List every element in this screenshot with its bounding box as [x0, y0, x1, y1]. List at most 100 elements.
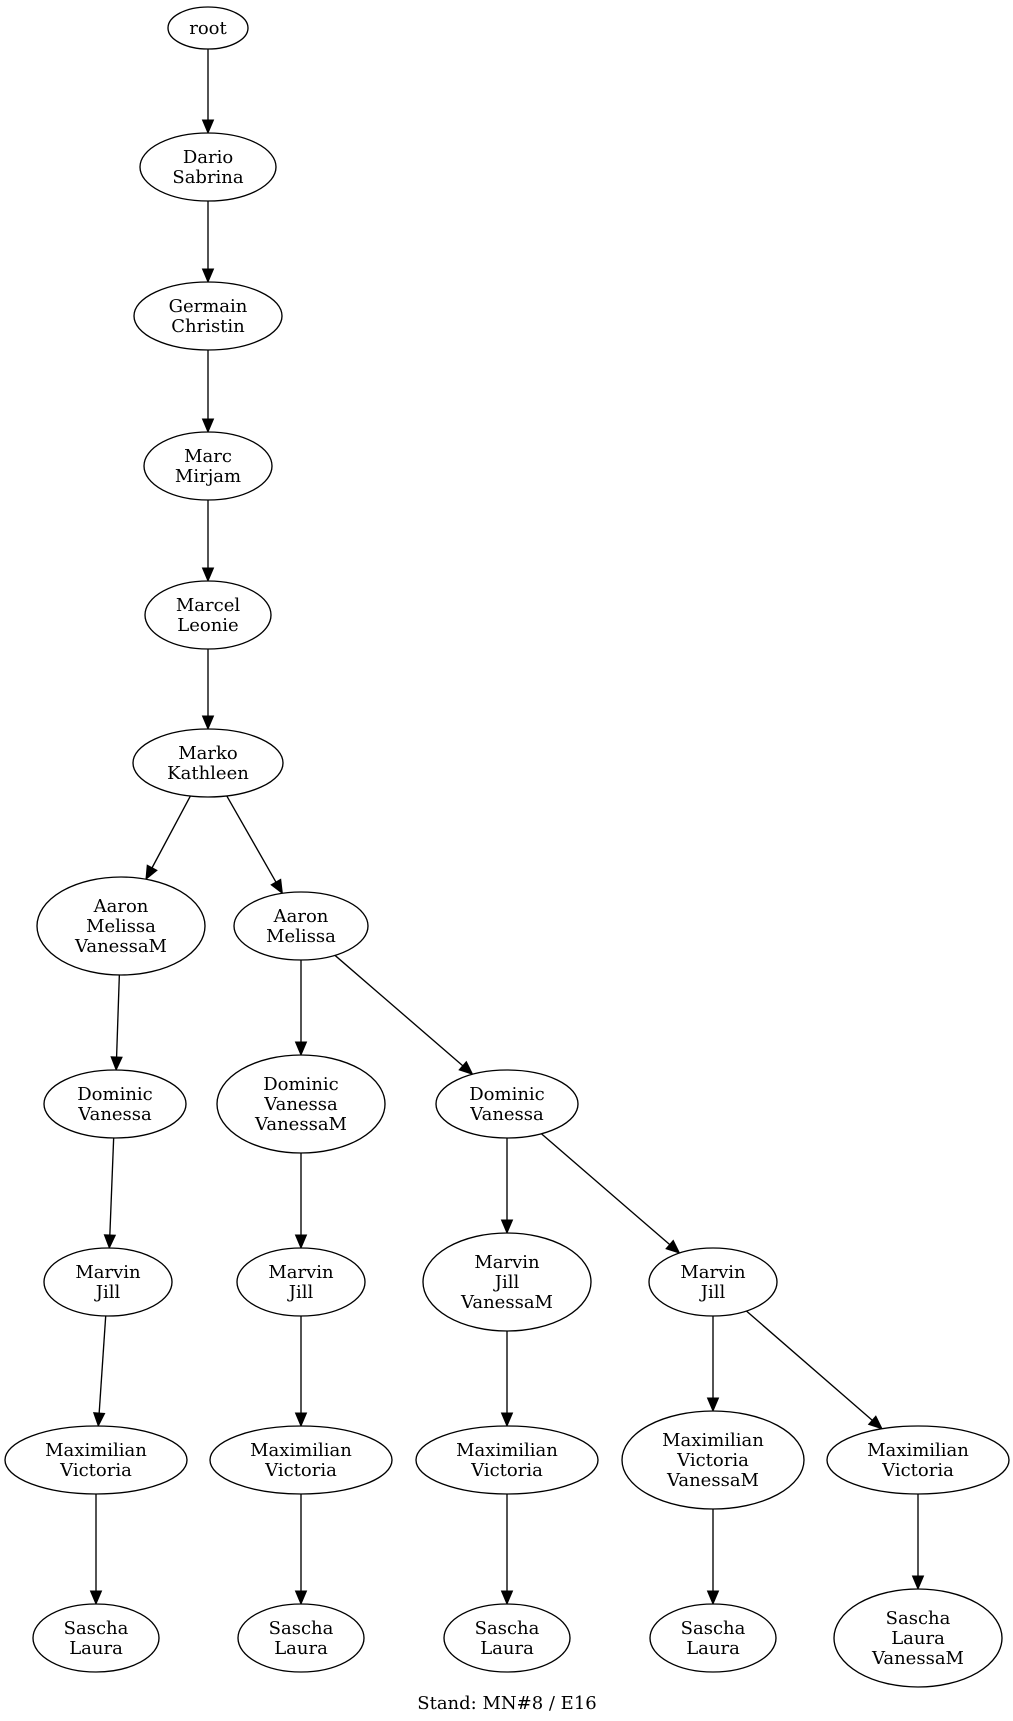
node-label-line: Laura — [480, 1638, 534, 1659]
arrowhead-icon — [294, 1412, 308, 1428]
node-ellipse — [443, 1603, 571, 1673]
node-ellipse — [209, 1425, 393, 1495]
node-label-line: VanessaM — [74, 936, 167, 957]
node-ellipse — [833, 1588, 1003, 1688]
node-ellipse — [36, 876, 206, 976]
node-label-line: Laura — [891, 1628, 945, 1649]
arrowhead-icon — [92, 1412, 106, 1428]
node-label-line: Victoria — [676, 1450, 749, 1471]
edge-n7-to-n9 — [294, 960, 308, 1057]
edge-n14-to-n19 — [745, 1310, 884, 1430]
node-ellipse — [621, 1410, 805, 1510]
edge-n2-to-n3 — [201, 350, 215, 434]
edge-n10-to-n14 — [540, 1133, 681, 1254]
node-label-line: Leonie — [177, 615, 238, 636]
edge-n1-to-n2 — [201, 201, 215, 284]
node-ellipse — [649, 1603, 777, 1673]
node-label-line: Dominic — [263, 1074, 339, 1095]
edge-n11-to-n15 — [92, 1315, 107, 1428]
node-label-line: Victoria — [881, 1460, 954, 1481]
node-label-line: Victoria — [264, 1460, 337, 1481]
node-label-line: VanessaM — [460, 1292, 553, 1313]
arrowhead-icon — [706, 1590, 720, 1606]
edge-n14-to-n18 — [706, 1316, 720, 1413]
edges-layer — [89, 49, 925, 1606]
node-ellipse — [43, 1247, 173, 1317]
node-label-line: Mirjam — [175, 466, 241, 487]
node-label-line: Marvin — [268, 1262, 334, 1283]
arrowhead-icon — [458, 1060, 474, 1076]
edge-n9-to-n12 — [294, 1153, 308, 1250]
node-label-line: Marko — [178, 743, 238, 764]
arrowhead-icon — [294, 1234, 308, 1250]
node-label-line: Melissa — [266, 926, 336, 947]
node-label-line: Maximilian — [456, 1440, 558, 1461]
node-ellipse — [233, 891, 369, 961]
node-label-line: Kathleen — [167, 763, 249, 784]
node-label-line: Maximilian — [45, 1440, 147, 1461]
node-ellipse — [139, 132, 277, 202]
edge-line — [334, 954, 464, 1067]
edge-n0-to-n1 — [201, 49, 215, 135]
node-label-line: Laura — [274, 1638, 328, 1659]
node-label-line: Sascha — [64, 1618, 129, 1639]
node-label-line: VanessaM — [666, 1470, 759, 1491]
edge-n6-to-n8 — [110, 974, 123, 1072]
edge-n7-to-n10 — [334, 954, 474, 1076]
node-label-line: Aaron — [93, 896, 149, 917]
arrowhead-icon — [89, 1590, 103, 1606]
node-label-line: VanessaM — [254, 1114, 347, 1135]
node-label-line: Marc — [184, 446, 232, 467]
node-ellipse — [132, 728, 284, 798]
node-label-line: Vanessa — [469, 1104, 544, 1125]
node-label-line: Dominic — [77, 1084, 153, 1105]
node-root: root — [167, 6, 249, 50]
edge-n17-to-n22 — [500, 1494, 514, 1606]
edge-n12-to-n16 — [294, 1316, 308, 1428]
edge-line — [98, 1315, 107, 1414]
arrowhead-icon — [201, 715, 215, 731]
edge-line — [151, 795, 191, 869]
edge-line — [109, 1137, 115, 1236]
arrowhead-icon — [706, 1397, 720, 1413]
node-label-line: Marvin — [75, 1262, 141, 1283]
node-label-line: Maximilian — [250, 1440, 352, 1461]
edge-n15-to-n20 — [89, 1494, 103, 1606]
node-ellipse — [144, 580, 272, 650]
node-ellipse — [648, 1247, 778, 1317]
edge-line — [540, 1133, 671, 1246]
arrowhead-icon — [500, 1219, 514, 1235]
edge-n3-to-n4 — [201, 500, 215, 583]
arrowhead-icon — [500, 1412, 514, 1428]
node-ellipse — [216, 1054, 386, 1154]
node-ellipse — [415, 1425, 599, 1495]
arrowhead-icon — [294, 1041, 308, 1057]
edge-n19-to-n24 — [911, 1494, 925, 1591]
edge-n5-to-n7 — [226, 795, 284, 895]
nodes-layer: rootDarioSabrinaGermainChristinMarcMirja… — [4, 6, 1010, 1688]
node-ellipse — [237, 1603, 365, 1673]
edge-line — [226, 795, 277, 883]
node-label-line: VanessaM — [871, 1648, 964, 1669]
node-label-line: Vanessa — [77, 1104, 152, 1125]
node-ellipse — [4, 1425, 188, 1495]
edge-n8-to-n11 — [103, 1137, 117, 1250]
